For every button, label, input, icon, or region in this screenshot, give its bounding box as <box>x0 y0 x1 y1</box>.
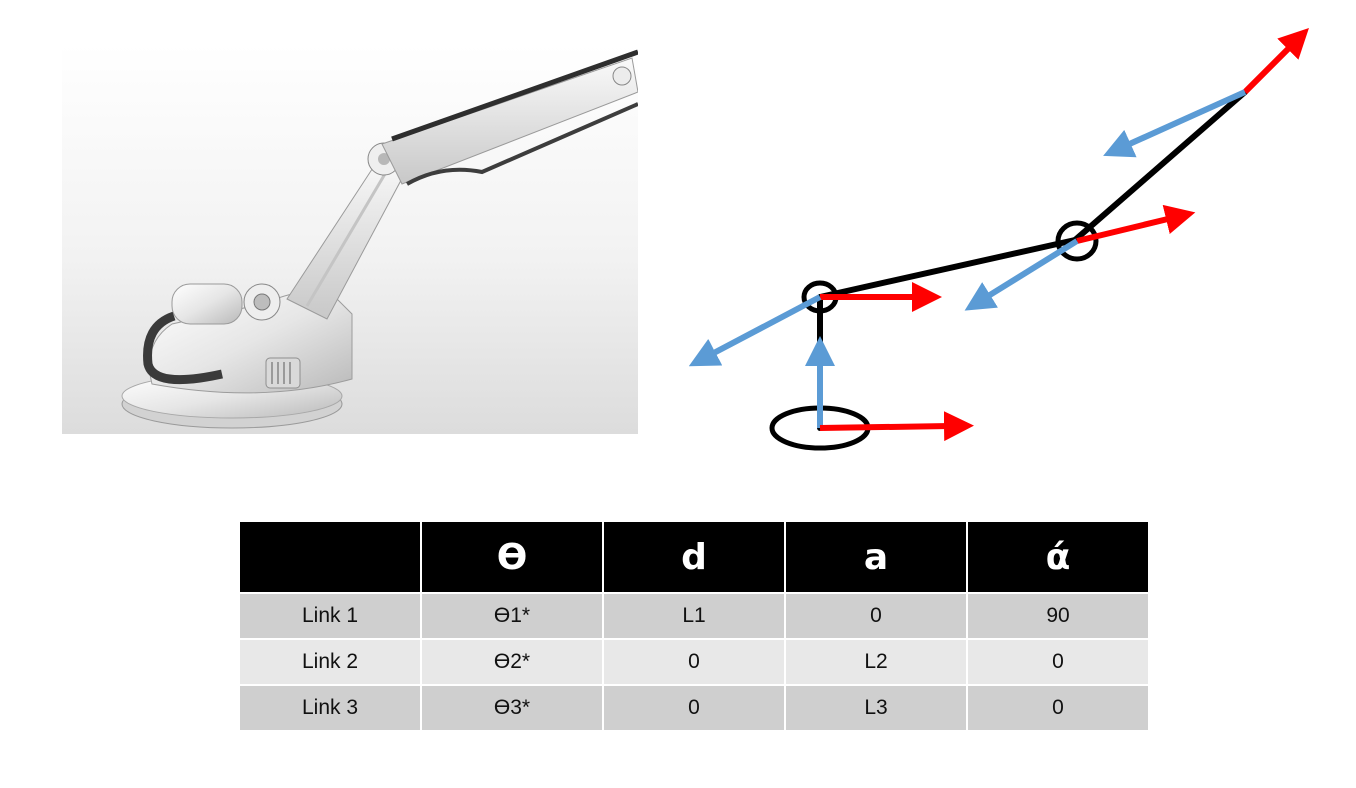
header-alpha: ά <box>966 520 1150 594</box>
header-theta: Ө <box>420 520 604 594</box>
row-label: Link 1 <box>238 592 422 640</box>
frame-2-x-arrow <box>1076 204 1196 244</box>
cell-d: L1 <box>602 592 786 640</box>
header-corner <box>238 520 422 594</box>
cell-d: 0 <box>602 684 786 732</box>
frame-3-z-arrow <box>1103 89 1247 158</box>
cell-d: 0 <box>602 638 786 686</box>
cell-theta: Ө1* <box>420 592 604 640</box>
header-a: a <box>784 520 968 594</box>
cell-theta: Ө3* <box>420 684 604 732</box>
frame-2-z-arrow <box>964 238 1079 311</box>
header-d: d <box>602 520 786 594</box>
robot-arm-image <box>62 44 638 434</box>
cell-theta: Ө2* <box>420 638 604 686</box>
link-3 <box>1072 89 1248 243</box>
row-label: Link 3 <box>238 684 422 732</box>
link-2 <box>817 237 1078 300</box>
frame-0-x-arrow <box>819 411 974 442</box>
dh-parameter-table: Ө d a ά Link 1 Ө1* L1 0 90 Link 2 Ө2* 0 … <box>238 520 1150 732</box>
frame-3-x-arrow <box>1242 28 1309 95</box>
robot-links <box>817 89 1248 431</box>
cell-alpha: 90 <box>966 592 1150 640</box>
table-row: Link 3 Ө3* 0 L3 0 <box>238 684 1150 732</box>
table-row: Link 1 Ө1* L1 0 90 <box>238 592 1150 640</box>
cell-a: L2 <box>784 638 968 686</box>
joint-3-ring <box>1055 220 1099 262</box>
cell-alpha: 0 <box>966 638 1150 686</box>
cell-alpha: 0 <box>966 684 1150 732</box>
row-label: Link 2 <box>238 638 422 686</box>
table-row: Link 2 Ө2* 0 L2 0 <box>238 638 1150 686</box>
frame-1-z-arrow <box>688 294 822 367</box>
cell-a: 0 <box>784 592 968 640</box>
table-header-row: Ө d a ά <box>238 520 1150 594</box>
cell-a: L3 <box>784 684 968 732</box>
kinematic-frame-diagram <box>688 28 1309 451</box>
